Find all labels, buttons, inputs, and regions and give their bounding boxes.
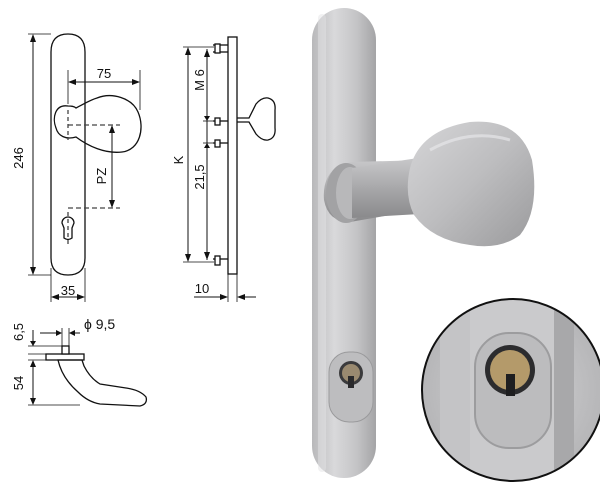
front-knob-outline — [53, 95, 142, 153]
side-view-drawing — [183, 36, 276, 302]
front-keyhole — [61, 216, 75, 241]
front-view-drawing — [28, 33, 142, 302]
dim-k-label: K — [171, 155, 186, 164]
dim-height-label: 246 — [11, 147, 26, 169]
dim-pz-label: PZ — [94, 168, 109, 185]
dim-spindle-label: ϕ 9,5 — [84, 316, 115, 332]
dim-m6-label: M 6 — [192, 69, 207, 91]
zoom-detail — [421, 298, 600, 482]
dim-knob-width-label: 75 — [97, 66, 111, 81]
dim-plate-width-label: 35 — [61, 283, 75, 298]
lever-rose-outline — [45, 353, 85, 361]
front-plate-outline — [50, 33, 86, 276]
lever-outline — [57, 359, 148, 407]
dim-offset-label: 21,5 — [192, 164, 207, 189]
side-plate-outline — [227, 36, 238, 275]
dim-lever-height-label: 54 — [11, 376, 26, 390]
lever-drawing — [28, 328, 148, 407]
dim-thickness-label: 10 — [195, 281, 209, 296]
photo-knob — [407, 121, 535, 247]
side-knob-outline — [237, 97, 276, 141]
product-photo — [312, 8, 535, 478]
dim-rose-label: 6,5 — [11, 323, 26, 341]
